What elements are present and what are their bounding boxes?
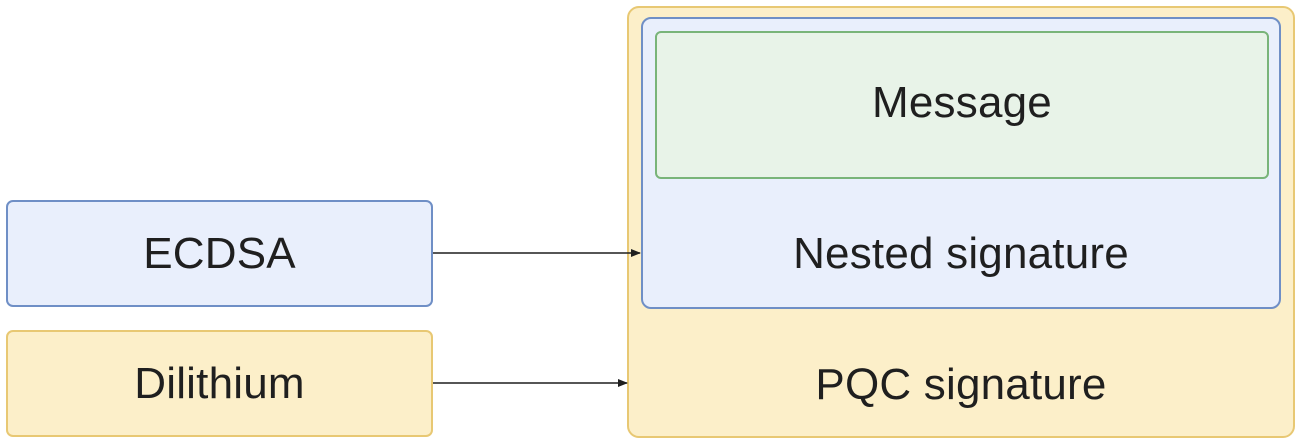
ecdsa-box: ECDSA <box>6 200 433 307</box>
dilithium-label: Dilithium <box>134 359 305 408</box>
message-box: Message <box>655 31 1269 179</box>
pqc-signature-label: PQC signature <box>815 360 1107 409</box>
pqc-signature-box: Message Nested signature PQC signature <box>627 6 1295 438</box>
message-label: Message <box>872 78 1052 127</box>
ecdsa-label: ECDSA <box>143 229 296 278</box>
nested-signature-label: Nested signature <box>793 229 1129 278</box>
dilithium-box: Dilithium <box>6 330 433 437</box>
nested-signature-box: Message Nested signature <box>641 17 1281 309</box>
